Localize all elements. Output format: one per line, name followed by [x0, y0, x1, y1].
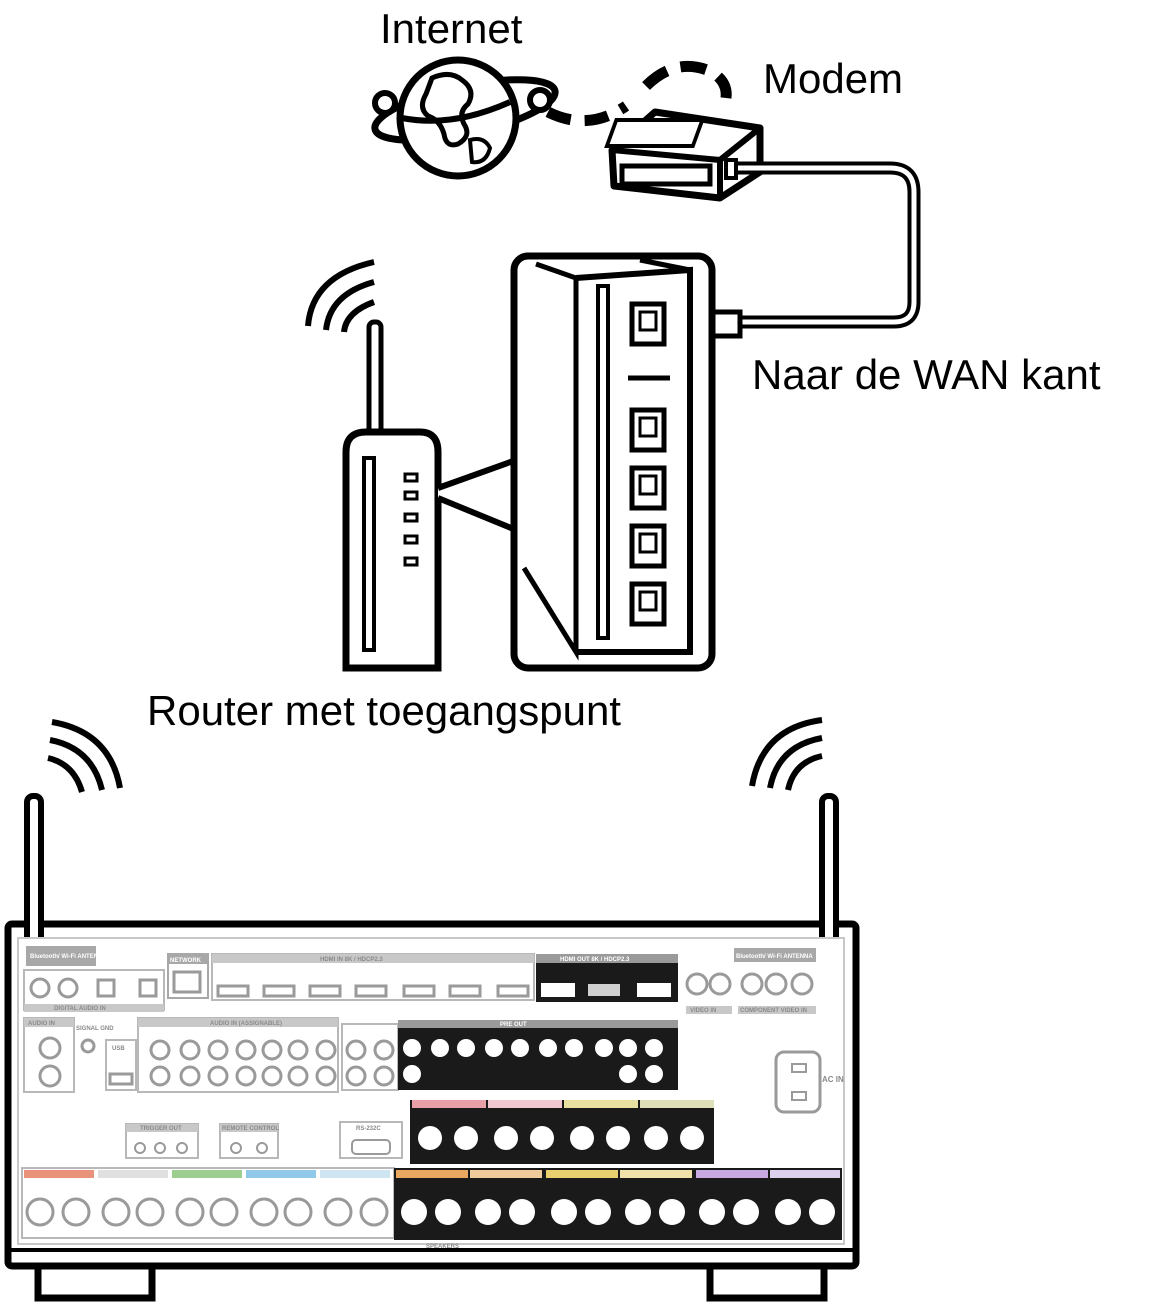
- internet-label: Internet: [380, 5, 523, 52]
- bt-antenna-right-label: Bluetooth/ Wi-Fi ANTENNA: [736, 954, 813, 960]
- lan-port-icon: [629, 523, 667, 569]
- lan-port-icon: [629, 465, 667, 511]
- pre-out-label: PRE OUT: [500, 1022, 527, 1028]
- usb-port-icon: [108, 1072, 134, 1086]
- receiver-wifi-left-icon: [47, 719, 123, 793]
- rs232c-label: RS-232C: [356, 1126, 381, 1132]
- wan-label: Naar de WAN kant: [752, 351, 1101, 398]
- lan-port-icon: [629, 581, 667, 627]
- receiver-wifi-right-icon: [749, 717, 823, 791]
- ac-inlet-icon: [774, 1050, 822, 1114]
- hdmi-in-label: HDMI IN 8K / HDCP2.3: [320, 957, 383, 963]
- router-ports-zoom: [510, 252, 716, 672]
- usb-label: USB: [112, 1046, 125, 1052]
- av-receiver: Bluetooth/ Wi-Fi ANTENNA Bluetooth/ Wi-F…: [4, 793, 860, 1302]
- bt-antenna-left-label: Bluetooth/ Wi-Fi ANTENNA: [30, 954, 107, 960]
- globe-icon: [371, 56, 559, 180]
- modem-label: Modem: [763, 55, 904, 102]
- network-port-icon: [172, 970, 202, 994]
- network-label: NETWORK: [170, 958, 202, 964]
- modem-icon: [604, 108, 764, 202]
- digital-audio-label: DIGITAL AUDIO IN: [54, 1006, 106, 1012]
- remote-control-label: REMOTE CONTROL: [222, 1126, 279, 1132]
- video-in-label: VIDEO IN: [690, 1008, 716, 1014]
- trigger-out-label: TRIGGER OUT: [140, 1126, 182, 1132]
- signal-gnd-label: SIGNAL GND: [76, 1026, 114, 1032]
- audio-assignable-label: AUDIO IN (ASSIGNABLE): [210, 1021, 282, 1027]
- hdmi-out-label: HDMI OUT 8K / HDCP2.3: [560, 957, 630, 963]
- router-icon: [305, 259, 519, 672]
- component-video-label: COMPONENT VIDEO IN: [740, 1008, 807, 1014]
- router-label: Router met toegangspunt: [147, 687, 621, 734]
- ac-in-label: AC IN: [822, 1075, 844, 1084]
- wan-port-icon: [629, 301, 667, 347]
- speakers-label: SPEAKERS: [426, 1244, 459, 1250]
- audio-in-label: AUDIO IN: [28, 1021, 55, 1027]
- lan-port-icon: [629, 407, 667, 453]
